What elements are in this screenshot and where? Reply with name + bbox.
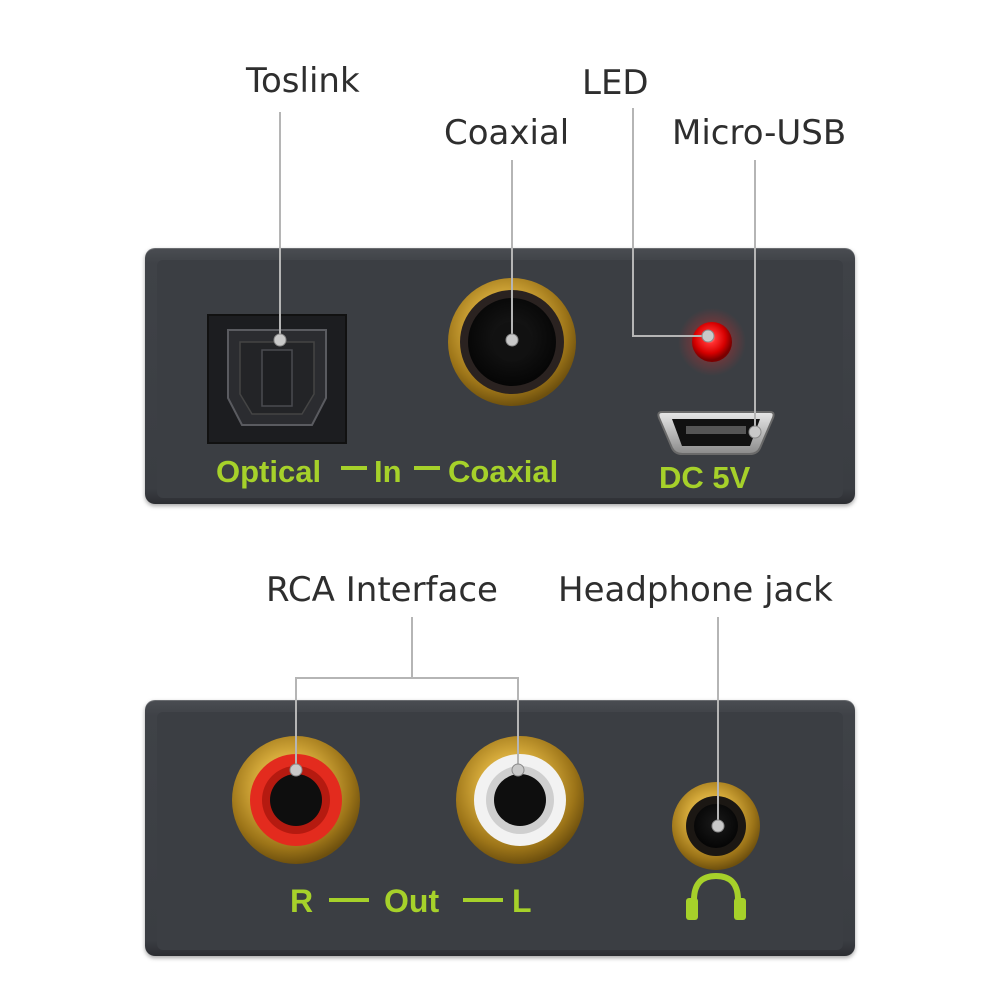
label-dashes xyxy=(329,466,503,902)
label-coaxial: Coaxial xyxy=(448,454,559,489)
led-callout: LED xyxy=(582,63,649,103)
micro-usb-port xyxy=(657,411,775,455)
label-out: Out xyxy=(384,883,440,919)
micro-usb-callout: Micro-USB xyxy=(672,113,847,153)
toslink-callout: Toslink xyxy=(246,61,360,101)
toslink-port xyxy=(207,314,347,444)
label-dc-5v: DC 5V xyxy=(659,460,751,495)
rca-left-port xyxy=(456,736,584,864)
leader-dots-top xyxy=(273,329,762,439)
rca-interface-callout: RCA Interface xyxy=(266,570,498,610)
label-in: In xyxy=(374,454,402,489)
headphone-jack-callout: Headphone jack xyxy=(558,570,833,610)
leader-lines-bottom xyxy=(295,617,719,826)
label-optical: Optical xyxy=(216,454,322,489)
label-l: L xyxy=(512,883,532,919)
headphone-icon xyxy=(686,872,746,920)
rca-right-port xyxy=(232,736,360,864)
label-r: R xyxy=(290,883,314,919)
leader-lines-top xyxy=(279,108,756,432)
led-indicator xyxy=(678,308,746,376)
coaxial-callout: Coaxial xyxy=(444,113,570,153)
leader-dots-bottom xyxy=(289,763,725,833)
